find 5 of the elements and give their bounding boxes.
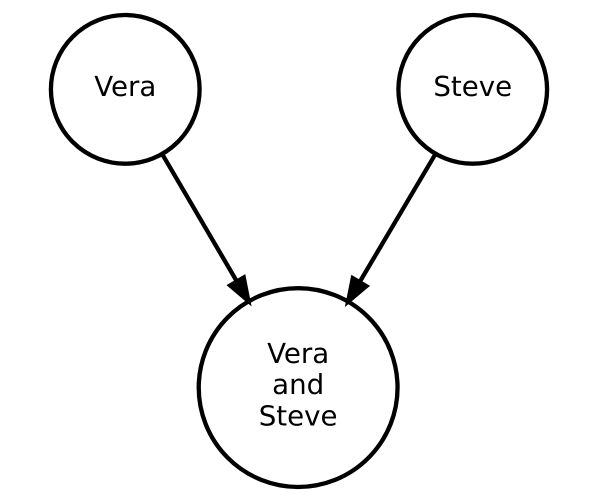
node-circle: Vera and Steve: [196, 286, 400, 490]
arrow: [160, 153, 252, 307]
node-circle: Steve: [396, 12, 550, 166]
arrow: [344, 153, 438, 308]
node-circle: Vera: [48, 12, 202, 166]
